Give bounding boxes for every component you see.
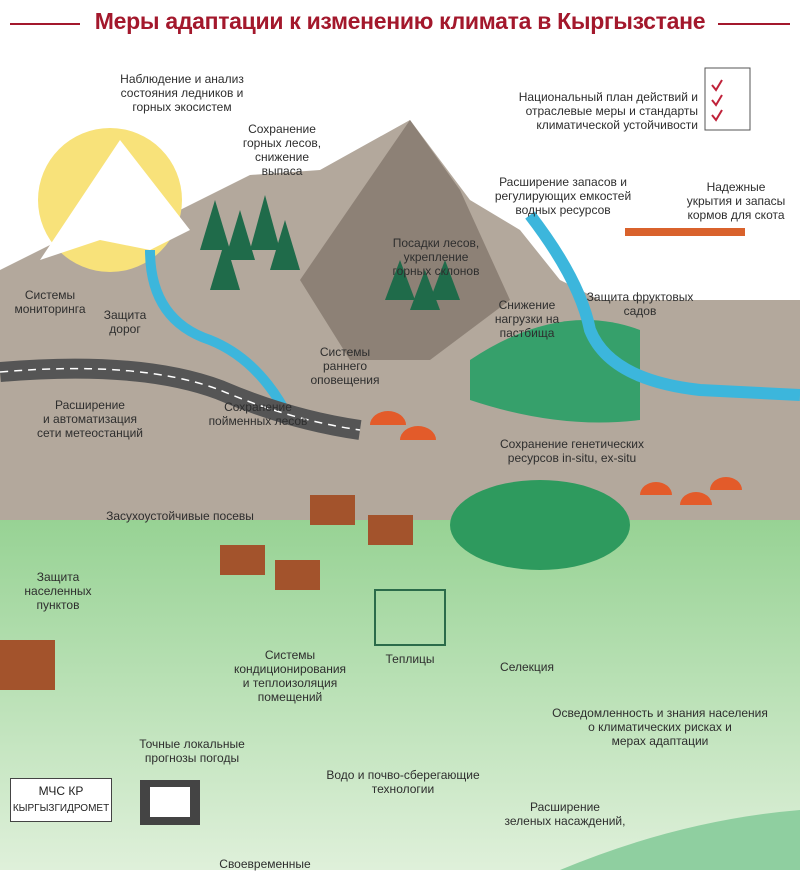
- agency-box: МЧС КР КЫРГЫЗГИДРОМЕТ: [10, 778, 112, 822]
- shelter: [625, 228, 745, 236]
- label-greenhouses: Теплицы: [385, 652, 435, 666]
- label-selection: Селекция: [500, 660, 554, 674]
- agency-line1: МЧС КР: [38, 784, 84, 798]
- label-pasture: Снижение нагрузки на пастбища: [494, 298, 560, 340]
- label-floodplain: Сохранение пойменных лесов: [208, 400, 308, 428]
- title-rule-right: [718, 23, 790, 25]
- green-hill: [560, 810, 800, 870]
- label-plan: Национальный план действий и отраслевые …: [518, 90, 698, 132]
- label-forecasts: Точные локальные прогнозы погоды: [139, 737, 245, 765]
- label-forests: Сохранение горных лесов, снижение выпаса: [242, 122, 322, 178]
- yurts: [370, 411, 742, 505]
- label-genetic: Сохранение генетических ресурсов in-situ…: [500, 437, 644, 465]
- glacier: [40, 140, 190, 260]
- label-shelters: Надежные укрытия и запасы кормов для ско…: [686, 180, 786, 222]
- label-timely: Своевременные: [219, 857, 311, 871]
- label-awareness: Осведомленность и знания населения о кли…: [552, 706, 768, 748]
- label-drought: Засухоустойчивые посевы: [106, 509, 254, 523]
- label-settlements: Защита населенных пунктов: [24, 570, 92, 612]
- river-left: [145, 249, 295, 423]
- label-orchards: Защита фруктовых садов: [586, 290, 694, 318]
- label-meteo: Расширение и автоматизация сети метеоста…: [37, 398, 143, 440]
- checklist-icon: [704, 67, 751, 131]
- label-planting: Посадки лесов, укрепление горных склонов: [392, 236, 480, 278]
- river: [525, 211, 800, 401]
- agency-line2: КЫРГЫЗГИДРОМЕТ: [12, 803, 110, 814]
- label-aircon: Системы кондиционирования и теплоизоляци…: [233, 648, 347, 704]
- forest-trees: [200, 195, 460, 310]
- label-water: Расширение запасов и регулирующих емкост…: [494, 175, 632, 217]
- greenhouse: [374, 589, 446, 646]
- label-glaciers: Наблюдение и анализ состояния ледников и…: [120, 72, 244, 114]
- label-roads: Защита дорог: [103, 308, 147, 336]
- title-rule-left: [10, 23, 80, 25]
- genetic-reserve: [450, 480, 630, 570]
- houses: [0, 495, 413, 690]
- label-soil: Водо и почво-сберегающие технологии: [326, 768, 480, 796]
- label-green: Расширение зеленых насаждений,: [504, 800, 626, 828]
- label-warning: Системы раннего оповещения: [310, 345, 380, 387]
- page-title: Меры адаптации к изменению климата в Кыр…: [94, 8, 706, 34]
- label-monitoring: Системы мониторинга: [14, 288, 86, 316]
